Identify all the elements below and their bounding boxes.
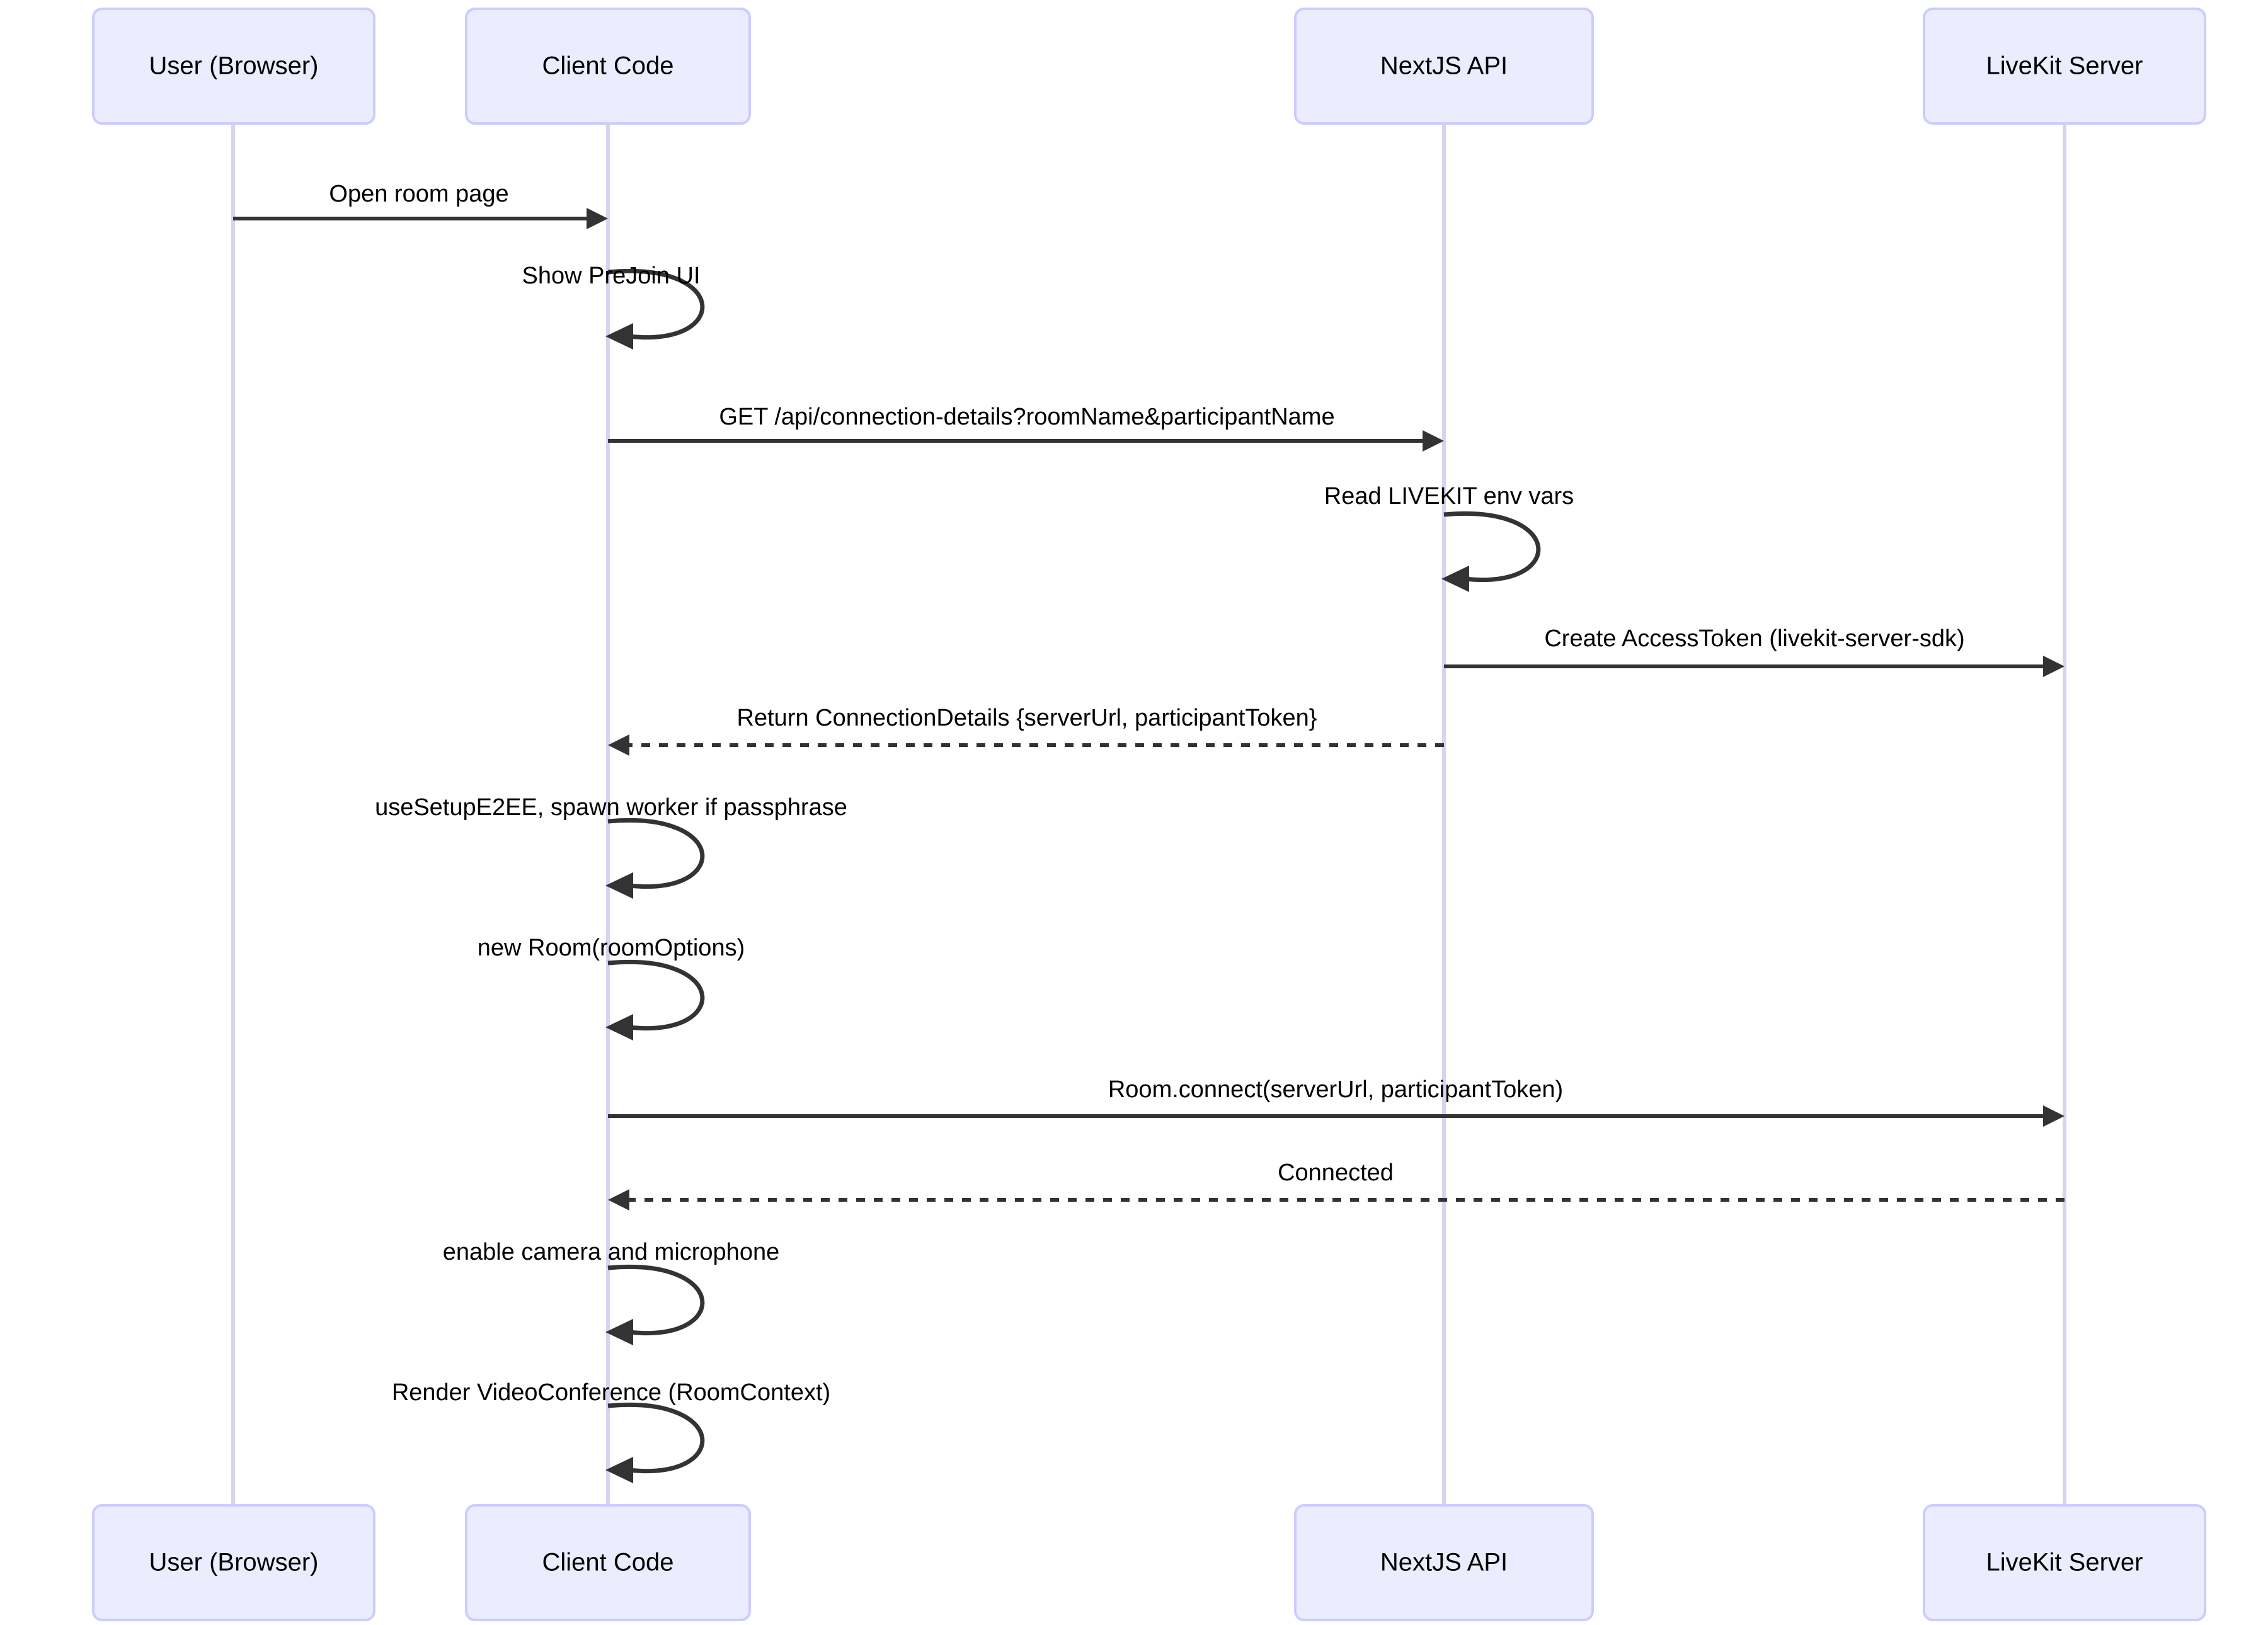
actor-box: [92, 8, 375, 125]
actor-api-bottom[interactable]: NextJS API: [1294, 1504, 1594, 1621]
message-label: new Room(roomOptions): [478, 935, 745, 961]
arrow-head: [605, 1457, 633, 1483]
actor-label: LiveKit Server: [1986, 1549, 2143, 1577]
arrow-head: [605, 323, 633, 350]
arrow-head: [608, 1189, 629, 1211]
arrow-head: [608, 734, 629, 756]
arrow-head: [1423, 430, 1444, 452]
actor-box: [92, 1504, 375, 1621]
message-label: Render VideoConference (RoomContext): [392, 1379, 830, 1406]
lifelines-layer: [231, 123, 2066, 1505]
actor-box: [1294, 1504, 1594, 1621]
actor-client-top[interactable]: Client Code: [465, 8, 751, 125]
self-loop-line: [607, 960, 705, 1030]
actor-box: [1923, 8, 2206, 125]
message-label: Open room page: [329, 181, 508, 207]
message-label: enable camera and microphone: [443, 1239, 779, 1265]
actor-label: NextJS API: [1380, 52, 1508, 80]
self-loop-line: [607, 269, 705, 339]
actors-bottom-layer: User (Browser) Client Code NextJS API LiveK…: [92, 1504, 2206, 1621]
actor-user-bottom[interactable]: User (Browser): [92, 1504, 375, 1621]
message-9[interactable]: Room.connect(serverUrl, participantToken…: [608, 1076, 2065, 1127]
message-12[interactable]: Render VideoConference (RoomContext): [392, 1379, 830, 1483]
message-label: Room.connect(serverUrl, participantToken…: [1108, 1076, 1563, 1103]
message-11[interactable]: enable camera and microphone: [443, 1239, 779, 1345]
actor-client-bottom[interactable]: Client Code: [465, 1504, 751, 1621]
message-8[interactable]: new Room(roomOptions): [478, 935, 745, 1041]
self-loop-line: [1443, 511, 1541, 582]
actor-livekit-bottom[interactable]: LiveKit Server: [1923, 1504, 2206, 1621]
actor-box: [465, 1504, 751, 1621]
arrow-head: [1441, 566, 1469, 592]
actor-label: LiveKit Server: [1986, 52, 2143, 80]
actor-user-top[interactable]: User (Browser): [92, 8, 375, 125]
arrow-head: [2043, 656, 2065, 677]
message-label: useSetupE2EE, spawn worker if passphrase: [375, 794, 847, 821]
arrow-head: [605, 1319, 633, 1345]
message-2[interactable]: Show PreJoin UI: [522, 263, 705, 350]
arrow-head: [587, 208, 608, 229]
actor-label: User (Browser): [149, 1549, 319, 1577]
message-label: Create AccessToken (livekit-server-sdk): [1544, 625, 1964, 652]
self-loop-line: [607, 1403, 705, 1473]
message-6[interactable]: Return ConnectionDetails {serverUrl, par…: [608, 705, 1444, 756]
actor-box: [465, 8, 751, 125]
actor-label: Client Code: [542, 52, 673, 80]
actor-label: Client Code: [542, 1549, 673, 1577]
actor-label: NextJS API: [1380, 1549, 1508, 1577]
actor-box: [1923, 1504, 2206, 1621]
message-4[interactable]: Read LIVEKIT env vars: [1324, 483, 1574, 592]
message-label: Connected: [1278, 1160, 1394, 1186]
actor-box: [1294, 8, 1594, 125]
arrow-head: [605, 1014, 633, 1041]
message-10[interactable]: Connected: [608, 1160, 2065, 1211]
message-7[interactable]: useSetupE2EE, spawn worker if passphrase: [375, 794, 847, 899]
message-label: Show PreJoin UI: [522, 263, 700, 289]
arrow-head: [2043, 1105, 2065, 1127]
message-1[interactable]: Open room page: [233, 181, 608, 229]
message-3[interactable]: GET /api/connection-details?roomName&par…: [608, 404, 1444, 452]
actor-livekit-top[interactable]: LiveKit Server: [1923, 8, 2206, 125]
message-5[interactable]: Create AccessToken (livekit-server-sdk): [1444, 625, 2065, 677]
self-loop-line: [607, 818, 705, 889]
message-label: Return ConnectionDetails {serverUrl, par…: [737, 705, 1317, 731]
message-label: GET /api/connection-details?roomName&par…: [719, 404, 1334, 430]
self-loop-line: [607, 1265, 705, 1335]
actors-top-layer: User (Browser) Client Code NextJS API LiveK…: [92, 8, 2206, 125]
actor-label: User (Browser): [149, 52, 319, 80]
arrow-head: [605, 872, 633, 899]
message-label: Read LIVEKIT env vars: [1324, 483, 1574, 510]
actor-api-top[interactable]: NextJS API: [1294, 8, 1594, 125]
